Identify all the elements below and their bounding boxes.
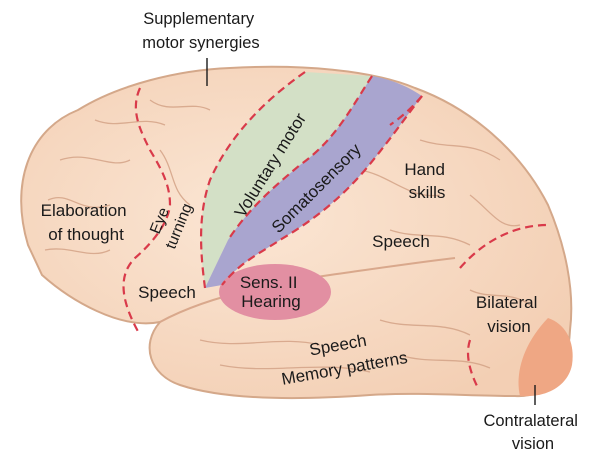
sens-hearing-label: Sens. II Hearing [240, 273, 302, 311]
contralateral-vision-label: Contralateral vision [483, 412, 582, 453]
supplementary-motor-label: Supplementary motor synergies [142, 10, 259, 52]
speech-frontal-label: Speech [138, 283, 196, 302]
speech-parietal-label: Speech [372, 232, 430, 251]
